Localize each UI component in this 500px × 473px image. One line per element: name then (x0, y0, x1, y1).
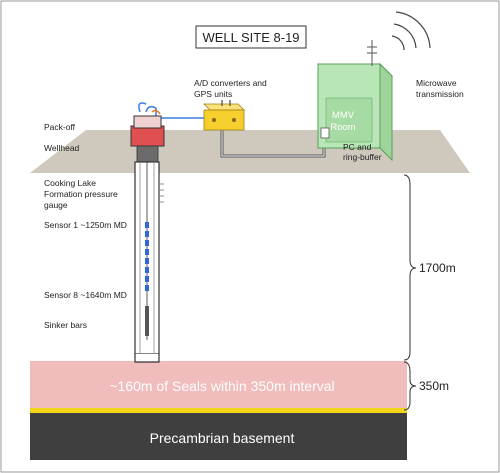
room-label-2: Room (330, 122, 355, 133)
converter-top (203, 103, 245, 111)
converter-label-2: GPS units (194, 89, 233, 99)
sinker-bars (145, 306, 149, 336)
microwave-label-1: Microwave (416, 78, 457, 88)
title-box (195, 25, 307, 49)
microwave-signal-icon (391, 11, 431, 51)
orange-cable (151, 109, 161, 115)
well-bottom (134, 354, 160, 363)
depth-1700-label: 1700m (419, 261, 456, 275)
ground-surface (30, 130, 470, 173)
converter-label-1: A/D converters and (194, 78, 267, 88)
room-window (325, 97, 373, 143)
wellhead (130, 125, 165, 147)
gauge-label-1: Cooking Lake (44, 178, 96, 188)
pack-off (133, 115, 162, 129)
seal-layer (30, 361, 407, 410)
packoff-label: Pack-off (44, 122, 76, 132)
microwave-label-2: transmission (416, 89, 464, 99)
seal-label: ~160m of Seals within 350m interval (109, 378, 334, 394)
sensor8-label: Sensor 8 ~1640m MD (44, 290, 127, 300)
pressure-gauge (160, 183, 164, 203)
precambrian-basement (30, 413, 407, 460)
sensor1-label: Sensor 1 ~1250m MD (44, 220, 127, 230)
blue-cable (145, 105, 204, 119)
gauge-label-3: gauge (44, 200, 68, 210)
wellhead-label: Wellhead (44, 143, 80, 153)
pc-label-2: ring-buffer (343, 152, 382, 162)
ad-converter-box (203, 109, 245, 131)
depth-bracket-350 (403, 361, 417, 411)
sensor-array (145, 222, 149, 291)
room-label-1: MMV (332, 110, 355, 121)
pc-label-1: PC and (343, 142, 372, 152)
basement-label: Precambrian basement (150, 430, 295, 446)
depth-bracket-1700 (403, 174, 417, 361)
gauge-label-2: Formation pressure (44, 189, 118, 199)
seal-bottom-line (30, 408, 407, 413)
wellhead-base (136, 145, 159, 163)
sinker-label: Sinker bars (44, 320, 87, 330)
pc-icon (320, 127, 330, 139)
depth-350-label: 350m (419, 379, 449, 393)
room-side (379, 62, 393, 162)
title: WELL SITE 8-19 (202, 30, 299, 45)
